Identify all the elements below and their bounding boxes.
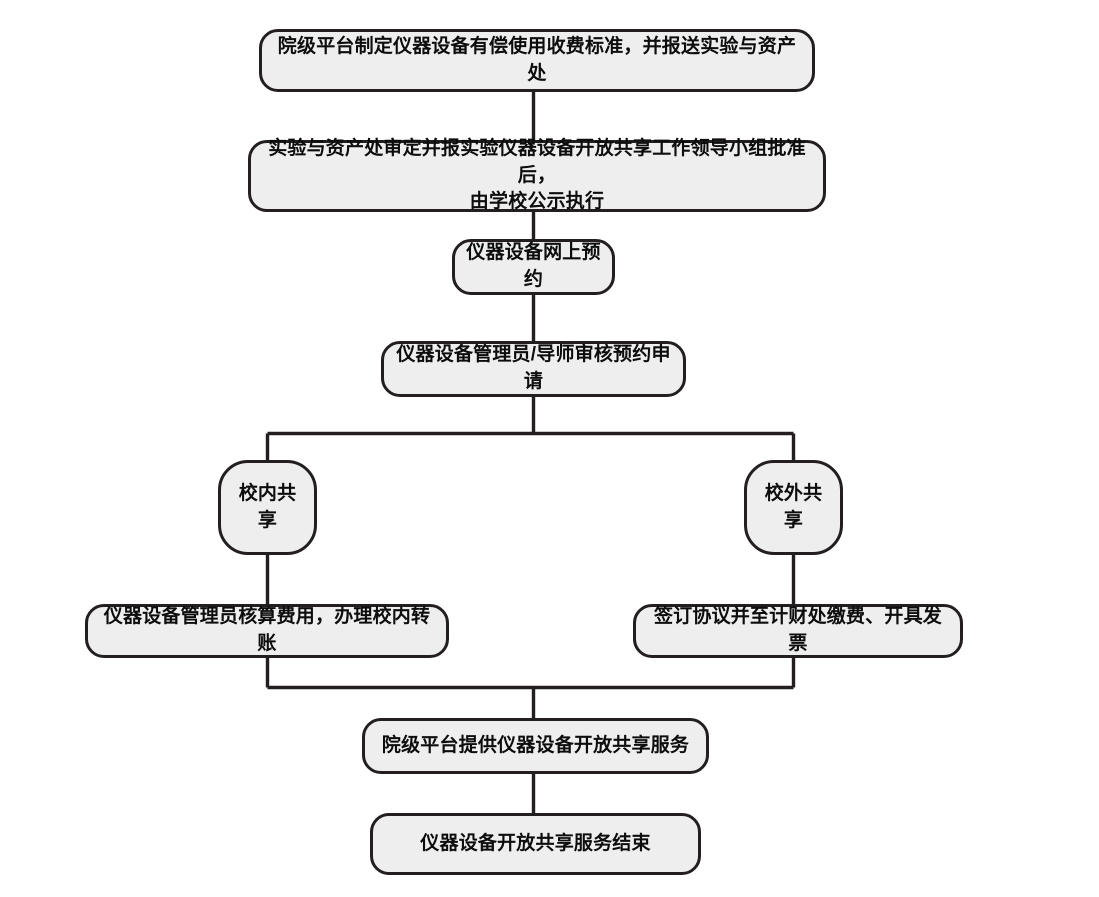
node-external-fee-label: 签订协议并至计财处缴费、开具发票	[653, 606, 942, 654]
node-platform-service[interactable]: 院级平台提供仪器设备开放共享服务	[362, 718, 709, 774]
node-online-booking-label: 仪器设备网上预约	[466, 242, 601, 290]
node-online-booking[interactable]: 仪器设备网上预约	[452, 239, 615, 295]
node-internal-fee[interactable]: 仪器设备管理员核算费用，办理校内转账	[85, 604, 449, 658]
node-external-share-label: 校外共享	[764, 482, 823, 531]
node-approval[interactable]: 实验与资产处审定并报实验仪器设备开放共享工作领导小组批准后， 由学校公示执行	[248, 138, 826, 212]
node-review[interactable]: 仪器设备管理员/导师审核预约申请	[381, 341, 686, 397]
node-external-fee[interactable]: 签订协议并至计财处缴费、开具发票	[633, 604, 963, 658]
node-approval-label: 实验与资产处审定并报实验仪器设备开放共享工作领导小组批准后， 由学校公示执行	[268, 137, 806, 213]
node-internal-fee-label: 仪器设备管理员核算费用，办理校内转账	[103, 606, 431, 654]
node-internal-share-label: 校内共享	[238, 482, 297, 531]
node-external-share[interactable]: 校外共享	[744, 460, 843, 555]
node-standard-label: 院级平台制定仪器设备有偿使用收费标准，并报送实验与资产处	[277, 35, 797, 84]
node-service-end[interactable]: 仪器设备开放共享服务结束	[370, 813, 701, 875]
node-internal-share[interactable]: 校内共享	[218, 460, 317, 555]
node-platform-service-label: 院级平台提供仪器设备开放共享服务	[381, 734, 690, 756]
node-service-end-label: 仪器设备开放共享服务结束	[420, 832, 651, 854]
node-review-label: 仪器设备管理员/导师审核预约申请	[396, 344, 671, 392]
node-standard[interactable]: 院级平台制定仪器设备有偿使用收费标准，并报送实验与资产处	[259, 29, 815, 92]
